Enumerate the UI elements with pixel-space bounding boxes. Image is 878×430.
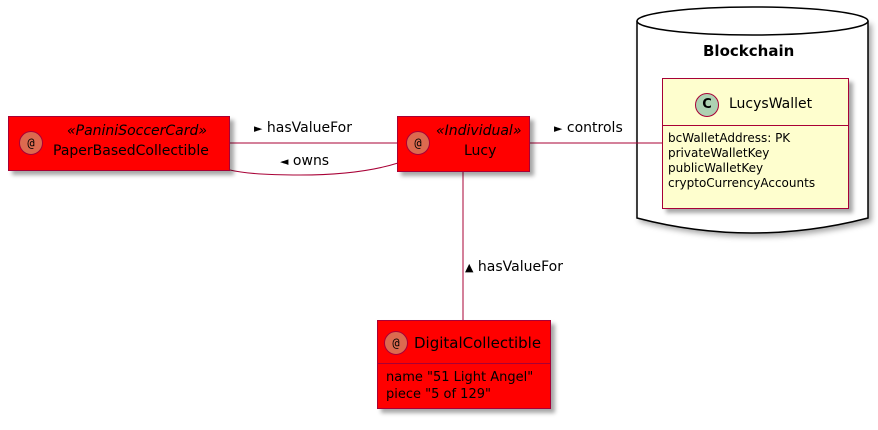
node-name: DigitalCollectible	[414, 334, 542, 352]
edge-label-text: owns	[292, 153, 330, 169]
arrow-left-icon: ◄	[280, 155, 289, 168]
attribute: cryptoCurrencyAccounts	[668, 176, 816, 190]
attribute-list: name "51 Light Angel" piece "5 of 129"	[386, 369, 533, 403]
edge-label-owns: ◄ owns	[280, 153, 329, 169]
class-divider	[663, 125, 848, 126]
arrow-up-icon: ▲	[465, 261, 474, 274]
node-name: PaperBasedCollectible	[53, 143, 209, 159]
attribute: piece "5 of 129"	[386, 387, 491, 402]
edge-label-controls: ► controls	[554, 120, 623, 136]
attribute: name "51 Light Angel"	[386, 370, 534, 385]
arrow-right-icon: ►	[254, 122, 263, 135]
node-paper-based-collectible[interactable]: @ «PaniniSoccerCard» PaperBasedCollectib…	[8, 116, 230, 171]
node-name: Lucy	[464, 143, 497, 159]
entity-icon: @	[384, 331, 408, 355]
edge-label-text: hasValueFor	[266, 120, 352, 136]
blockchain-title: Blockchain	[703, 42, 795, 60]
edge-label-has-value-for-bottom: ▲ hasValueFor	[465, 259, 563, 275]
edge-label-text: hasValueFor	[477, 259, 563, 275]
edge-label-text: controls	[566, 120, 623, 136]
arrow-right-icon: ►	[554, 122, 563, 135]
stereotype-label: «Individual»	[436, 123, 522, 139]
entity-icon: @	[406, 131, 430, 155]
node-digital-collectible[interactable]: @ DigitalCollectible name "51 Light Ange…	[377, 320, 551, 409]
node-lucy[interactable]: @ «Individual» Lucy	[397, 116, 530, 172]
edge-owns	[229, 162, 399, 176]
node-name: LucysWallet	[729, 96, 813, 112]
class-divider	[378, 363, 550, 364]
attribute: publicWalletKey	[668, 161, 764, 175]
entity-icon: @	[19, 131, 43, 155]
stereotype-label: «PaniniSoccerCard»	[67, 123, 208, 139]
attribute-list: bcWalletAddress: PK privateWalletKey pub…	[668, 131, 815, 191]
attribute: bcWalletAddress: PK	[668, 131, 791, 145]
node-lucys-wallet[interactable]: C LucysWallet bcWalletAddress: PK privat…	[662, 78, 849, 209]
attribute: privateWalletKey	[668, 146, 770, 160]
class-icon: C	[695, 93, 719, 117]
edge-label-has-value-for-top: ► hasValueFor	[254, 120, 352, 136]
